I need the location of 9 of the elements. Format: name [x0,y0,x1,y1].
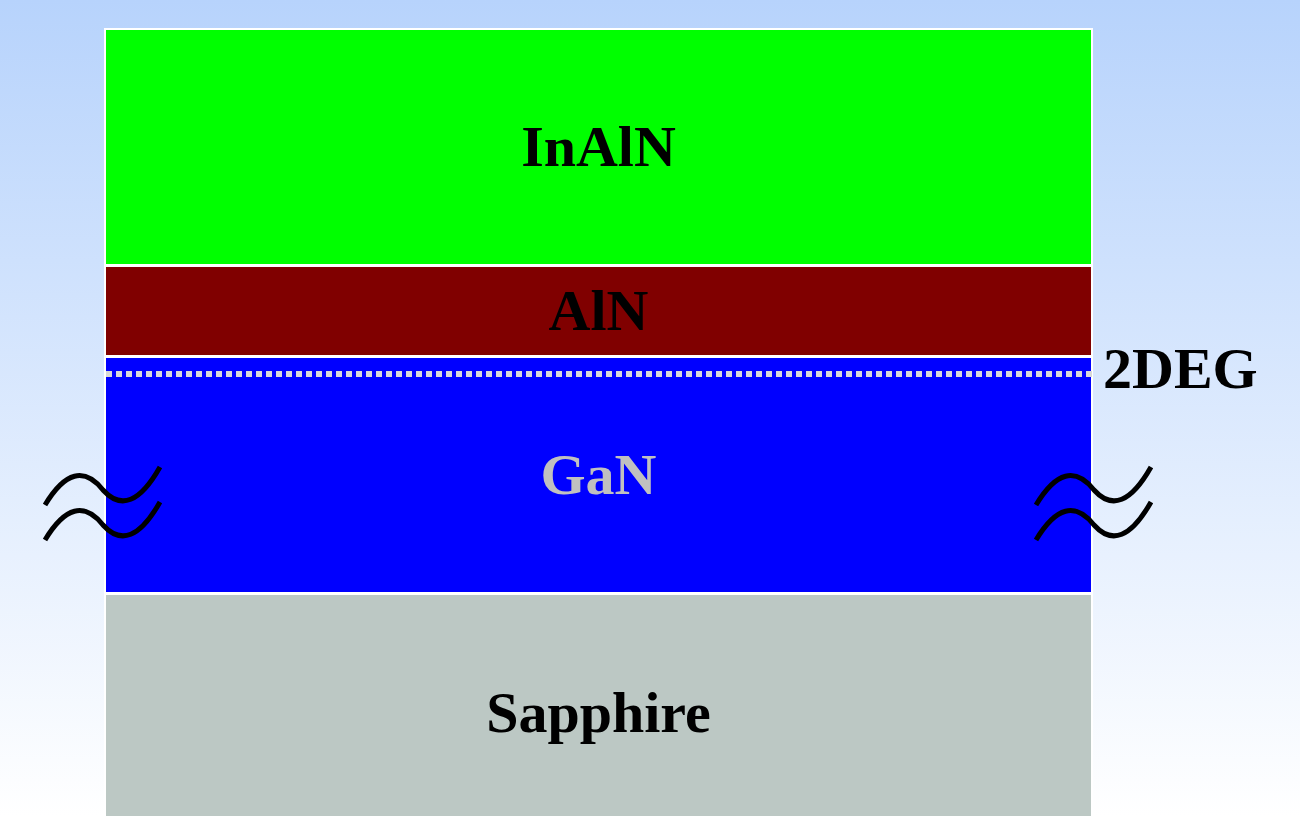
material-layer [104,265,1093,357]
material-layer [104,356,1093,594]
interface-label: 2DEG [1103,340,1258,398]
layer-label: AlN [548,282,649,340]
material-layer [104,593,1093,816]
layer-label: Sapphire [486,684,711,742]
material-layer [104,28,1093,266]
layer-label: GaN [540,446,657,504]
layer-label: InAlN [521,118,676,176]
